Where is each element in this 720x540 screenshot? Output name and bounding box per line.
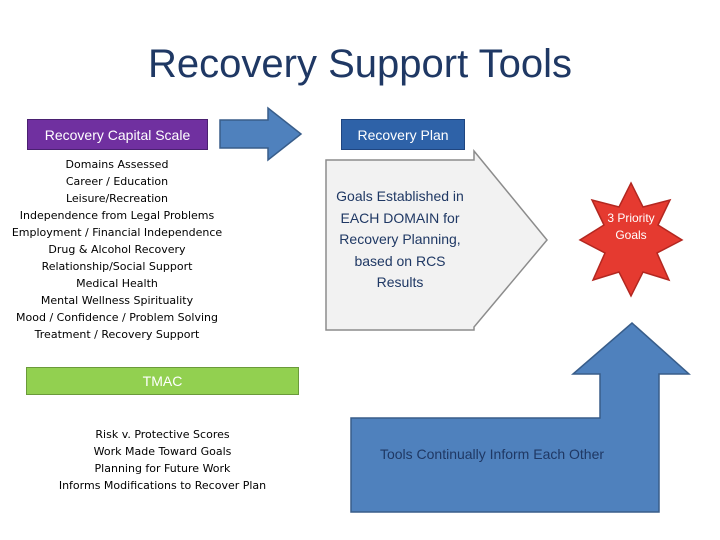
recovery-capital-scale-box: Recovery Capital Scale — [27, 119, 208, 150]
list-item: Mental Wellness Spirituality — [40, 294, 194, 307]
page-title: Recovery Support Tools — [148, 42, 572, 86]
goals-established-text: Goals Established in EACH DOMAIN for Rec… — [336, 188, 464, 290]
list-item: Independence from Legal Problems — [19, 209, 215, 222]
tools-inform-text: Tools Continually Inform Each Other — [379, 446, 605, 462]
list-item: Risk v. Protective Scores — [95, 428, 230, 441]
recovery-plan-box: Recovery Plan — [341, 119, 465, 150]
recovery-capital-scale-label: Recovery Capital Scale — [44, 126, 191, 143]
list-item: Leisure/Recreation — [65, 192, 169, 205]
list-item: Domains Assessed — [65, 158, 169, 171]
domains-list: Domains Assessed Career / Education Leis… — [0, 156, 234, 343]
tmac-list: Risk v. Protective Scores Work Made Towa… — [30, 426, 295, 494]
priority-star — [578, 181, 684, 298]
list-item: Work Made Toward Goals — [93, 445, 232, 458]
list-item: Planning for Future Work — [94, 462, 231, 475]
right-arrow — [219, 106, 303, 162]
tmac-label: TMAC — [142, 373, 183, 389]
recovery-plan-label: Recovery Plan — [357, 126, 449, 143]
list-item: Drug & Alcohol Recovery — [48, 243, 186, 256]
goals-arrow-shape — [325, 148, 548, 331]
list-item: Career / Education — [65, 175, 169, 188]
bent-up-arrow — [350, 322, 691, 513]
list-item: Relationship/Social Support — [41, 260, 193, 273]
list-item: Medical Health — [76, 277, 158, 290]
list-item: Employment / Financial Independence — [11, 226, 223, 239]
list-item: Informs Modifications to Recover Plan — [58, 479, 267, 492]
priority-goals-label: 3 Priority Goals — [607, 211, 655, 242]
list-item: Mood / Confidence / Problem Solving — [16, 311, 218, 324]
list-item: Treatment / Recovery Support — [34, 328, 200, 341]
tmac-box: TMAC — [26, 367, 299, 395]
